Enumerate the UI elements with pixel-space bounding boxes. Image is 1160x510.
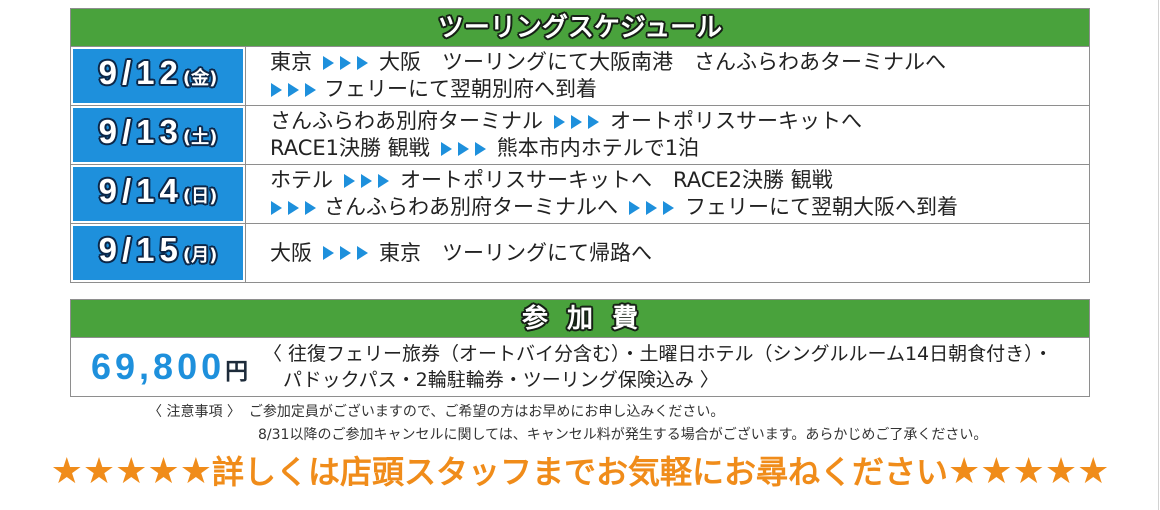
triple-arrow-glyph <box>323 56 368 70</box>
page-edge-line <box>1158 0 1159 510</box>
itinerary-line: さんふらわあ別府ターミナル オートポリスサーキットへ <box>270 108 1089 135</box>
date-cell: 9/13 (土) <box>71 106 246 164</box>
participation-fee: 参 加 費 69,800 円 〈 往復フェリー旅券（オートバイ分含む）・土曜日ホ… <box>70 299 1090 397</box>
itinerary-cell: 東京 大阪 ツーリングにて大阪南港 さんふらわあターミナルへ フェリーにて翌朝別… <box>246 47 1089 105</box>
notes: 〈 注意事項 〉ご参加定員がございますので、ご希望の方はお早めにお申し込みくださ… <box>148 401 987 447</box>
price: 69,800 円 <box>71 347 263 387</box>
fee-title: 参 加 費 <box>521 303 644 334</box>
star-decoration-left: ★★★★★ <box>50 451 212 492</box>
triple-arrow-icon <box>441 142 486 156</box>
triple-arrow-glyph <box>344 174 389 188</box>
itinerary-cell: ホテル オートポリスサーキットへ RACE2決勝 観戦 さんふらわあ別府ターミナ… <box>246 165 1089 223</box>
touring-schedule: ツーリングスケジュール 9/12 (金) 東京 大阪 ツーリングにて大阪南港 さ… <box>70 8 1090 283</box>
date-label-group: 9/12 (金) <box>99 54 218 98</box>
itinerary-line: 東京 大阪 ツーリングにて大阪南港 さんふらわあターミナルへ <box>270 49 1089 76</box>
fee-header: 参 加 費 <box>70 299 1090 338</box>
triple-arrow-glyph <box>441 142 486 156</box>
triple-arrow-icon <box>323 56 368 70</box>
itinerary-text: ホテル <box>270 168 333 192</box>
price-currency: 円 <box>225 359 249 385</box>
date-label: 9/15 <box>98 231 183 268</box>
itinerary-line: さんふらわあ別府ターミナルへ フェリーにて翌朝大阪へ到着 <box>270 194 1089 221</box>
date-label-group: 9/14 (日) <box>99 172 218 216</box>
triple-arrow-glyph <box>271 201 316 215</box>
schedule-header: ツーリングスケジュール <box>70 8 1090 47</box>
price-amount: 69,800 <box>91 346 226 387</box>
note-line: 〈 注意事項 〉ご参加定員がございますので、ご希望の方はお早めにお申し込みくださ… <box>148 401 987 424</box>
triple-arrow-glyph <box>271 83 316 97</box>
triple-arrow-icon <box>554 115 599 129</box>
itinerary-text: 東京 <box>270 50 312 74</box>
schedule-title: ツーリングスケジュール <box>437 12 723 43</box>
itinerary-text: 大阪 <box>270 240 312 265</box>
triple-arrow-icon <box>344 174 389 188</box>
itinerary-text: RACE1決勝 観戦 <box>270 136 430 160</box>
itinerary-cell: 大阪 東京 ツーリングにて帰路へ <box>246 224 1089 282</box>
itinerary-line: 大阪 東京 ツーリングにて帰路へ <box>270 240 1089 267</box>
itinerary-cell: さんふらわあ別府ターミナル オートポリスサーキットへ RACE1決勝 観戦 熊本… <box>246 106 1089 164</box>
weekday-label: (土) <box>182 127 218 148</box>
date-label-group: 9/15 (月) <box>99 231 218 275</box>
itinerary-text: 大阪 ツーリングにて大阪南港 さんふらわあターミナルへ <box>379 50 946 74</box>
schedule-row: 9/12 (金) 東京 大阪 ツーリングにて大阪南港 さんふらわあターミナルへ … <box>71 47 1089 105</box>
itinerary-text: さんふらわあ別府ターミナル <box>270 109 543 133</box>
triple-arrow-icon <box>271 201 316 215</box>
weekday-label: (金) <box>182 68 218 89</box>
itinerary-text: オートポリスサーキットへ <box>610 109 862 133</box>
itinerary-text: 東京 ツーリングにて帰路へ <box>379 240 652 265</box>
itinerary-text: フェリーにて翌朝大阪へ到着 <box>685 195 958 219</box>
date-label: 9/13 <box>98 113 183 150</box>
date-label: 9/12 <box>98 54 183 91</box>
itinerary-text: 熊本市内ホテルで1泊 <box>496 136 700 160</box>
schedule-row: 9/13 (土) さんふらわあ別府ターミナル オートポリスサーキットへ RACE… <box>71 105 1089 164</box>
schedule-table: 9/12 (金) 東京 大阪 ツーリングにて大阪南港 さんふらわあターミナルへ … <box>70 47 1090 283</box>
note-text: ご参加定員がございますので、ご希望の方はお早めにお申し込みください。 <box>248 404 725 420</box>
itinerary-text: フェリーにて翌朝別府へ到着 <box>324 77 597 101</box>
itinerary-line: RACE1決勝 観戦 熊本市内ホテルで1泊 <box>270 135 1089 162</box>
itinerary-text: オートポリスサーキットへ RACE2決勝 観戦 <box>400 168 833 192</box>
triple-arrow-glyph <box>554 115 599 129</box>
star-decoration-right: ★★★★★ <box>948 451 1110 492</box>
fee-details: 〈 往復フェリー旅券（オートバイ分含む）・土曜日ホテル（シングルルーム14日朝食… <box>263 341 1053 393</box>
triple-arrow-icon <box>323 246 368 260</box>
date-cell: 9/14 (日) <box>71 165 246 223</box>
cta-text: 詳しくは店頭スタッフまでお気軽にお尋ねください <box>211 453 948 491</box>
date-label-group: 9/13 (土) <box>99 113 218 157</box>
fee-body: 69,800 円 〈 往復フェリー旅券（オートバイ分含む）・土曜日ホテル（シング… <box>70 338 1090 397</box>
triple-arrow-icon <box>629 201 674 215</box>
call-to-action: ★★★★★ 詳しくは店頭スタッフまでお気軽にお尋ねください ★★★★★ <box>0 451 1160 493</box>
itinerary-text: さんふらわあ別府ターミナルへ <box>324 195 618 219</box>
weekday-label: (月) <box>182 245 218 266</box>
triple-arrow-glyph <box>629 201 674 215</box>
itinerary-line: ホテル オートポリスサーキットへ RACE2決勝 観戦 <box>270 167 1089 194</box>
triple-arrow-icon <box>271 83 316 97</box>
schedule-row: 9/15 (月) 大阪 東京 ツーリングにて帰路へ <box>71 223 1089 282</box>
note-line: 8/31以降のご参加キャンセルに関しては、キャンセル料が発生する場合がございます… <box>258 427 988 443</box>
date-cell: 9/15 (月) <box>71 224 246 282</box>
weekday-label: (日) <box>182 186 218 207</box>
notes-label: 〈 注意事項 〉 <box>148 404 241 420</box>
fee-detail-line: パドックパス・2輪駐輪券・ツーリング保険込み 〉 <box>283 369 719 391</box>
schedule-row: 9/14 (日) ホテル オートポリスサーキットへ RACE2決勝 観戦 さんふ… <box>71 164 1089 223</box>
date-label: 9/14 <box>98 172 183 209</box>
fee-detail-line: 〈 往復フェリー旅券（オートバイ分含む）・土曜日ホテル（シングルルーム14日朝食… <box>263 343 1053 365</box>
itinerary-line: フェリーにて翌朝別府へ到着 <box>270 76 1089 103</box>
date-cell: 9/12 (金) <box>71 47 246 105</box>
triple-arrow-glyph <box>323 246 368 260</box>
